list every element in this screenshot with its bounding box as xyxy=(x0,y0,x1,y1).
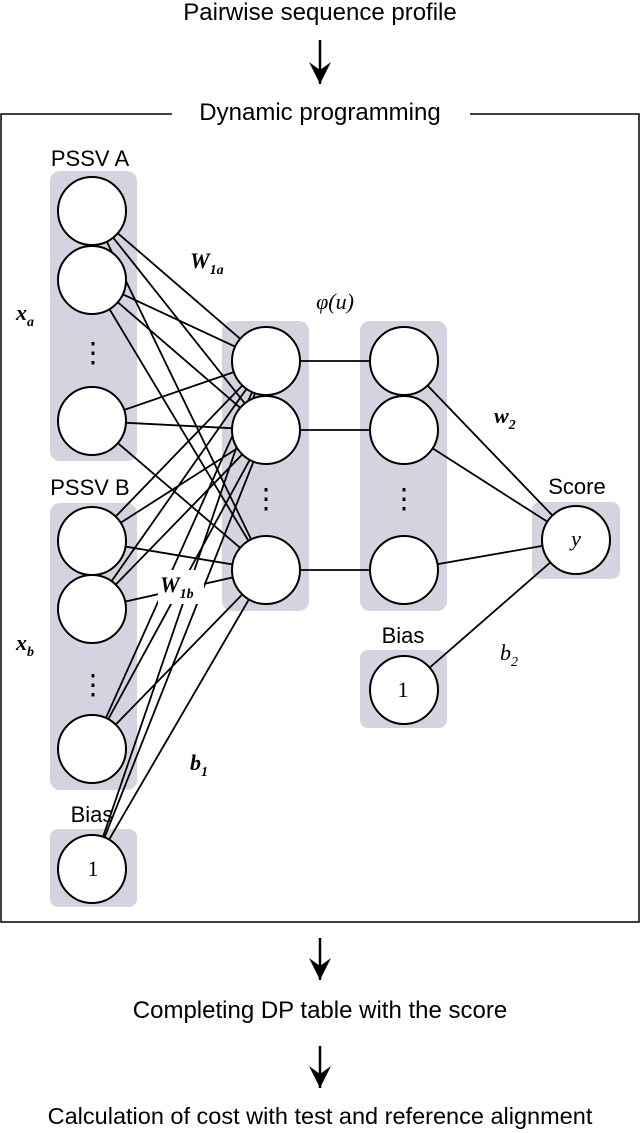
arrow-head-icon xyxy=(309,62,331,84)
input-bias-node xyxy=(57,834,127,904)
weight-edge xyxy=(91,429,267,870)
weight-edge xyxy=(91,360,267,542)
hidden-layer-2-group xyxy=(360,321,447,611)
weight-edge xyxy=(91,360,267,610)
pssv-b-label: PSSV B xyxy=(50,475,129,500)
input-bias-value: 1 xyxy=(88,856,99,881)
weight-edge xyxy=(91,429,267,610)
x-a-label: xa xyxy=(15,300,34,330)
arrow-head-icon-2 xyxy=(309,958,331,980)
b1-label: b1 xyxy=(190,750,208,780)
pssv-a-label: PSSV A xyxy=(51,146,130,171)
ellipsis-pssv-b: ⋮ xyxy=(79,670,107,701)
weight-edge xyxy=(91,569,267,870)
w1a-label: W1a xyxy=(190,248,224,278)
output-weight-edge xyxy=(403,360,577,541)
w1b-label: W1b xyxy=(160,572,194,602)
score-label: Score xyxy=(548,474,605,499)
top-label: Pairwise sequence profile xyxy=(183,0,456,26)
hidden1-node-n xyxy=(231,535,301,605)
ellipsis-pssv-a: ⋮ xyxy=(79,338,107,369)
hidden2-node-1 xyxy=(369,326,439,396)
b2-label: b2 xyxy=(500,640,518,670)
phi-u-label: φ(u) xyxy=(316,289,354,314)
input-node-bn xyxy=(57,714,127,784)
input-node-b2 xyxy=(57,574,127,644)
hidden-bias-label: Bias xyxy=(382,623,425,648)
output-symbol: y xyxy=(569,526,581,551)
weight-edge xyxy=(91,279,267,431)
dp-label: Dynamic programming xyxy=(199,99,440,126)
neurons xyxy=(57,176,611,904)
ellipsis-hidden-1: ⋮ xyxy=(252,484,280,515)
pssv-a-group xyxy=(50,171,137,461)
input-bias-label: Bias xyxy=(71,802,114,827)
arrow-head-icon-3 xyxy=(309,1066,331,1088)
weight-edge xyxy=(91,569,267,750)
ellipsis-hidden-2: ⋮ xyxy=(390,484,418,515)
hidden1-node-1 xyxy=(231,326,301,396)
bottom-label: Calculation of cost with test and refere… xyxy=(48,1103,593,1129)
hidden1-node-2 xyxy=(231,395,301,465)
output-node xyxy=(541,505,611,575)
weight-edge xyxy=(91,210,267,362)
input-node-a2 xyxy=(57,245,127,315)
node-groups xyxy=(50,171,620,907)
dp-frame xyxy=(0,113,640,923)
output-bias-edge xyxy=(403,539,577,691)
hidden-bias-node xyxy=(369,655,439,725)
input-node-b1 xyxy=(57,506,127,576)
weight-edge xyxy=(91,420,267,571)
w1b-label-backdrop xyxy=(158,570,204,604)
after-label: Completing DP table with the score xyxy=(133,997,507,1024)
hidden2-node-n xyxy=(369,535,439,605)
hidden2-node-2 xyxy=(369,395,439,465)
input-node-an xyxy=(57,386,127,456)
hidden-bias-value: 1 xyxy=(398,677,409,702)
input-node-a1 xyxy=(57,176,127,246)
w2-label: w2 xyxy=(494,403,516,433)
x-b-label: xb xyxy=(15,630,34,660)
